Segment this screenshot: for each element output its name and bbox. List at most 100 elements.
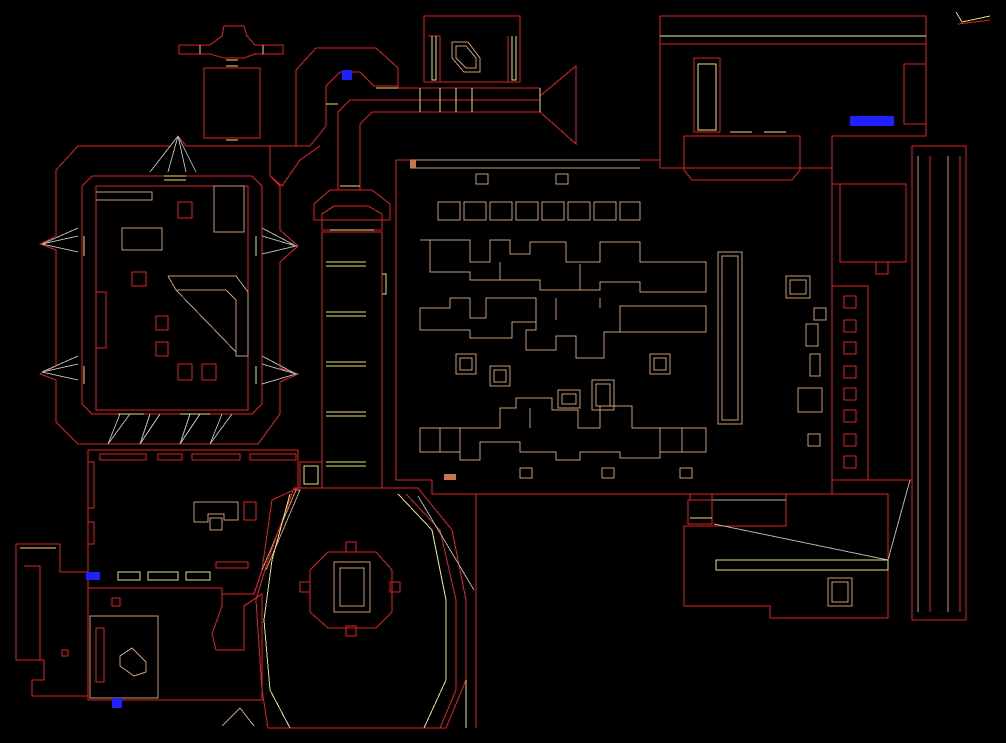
north-corridor	[269, 47, 577, 190]
castle-spike-bottom-2	[139, 413, 161, 445]
castle-shelf	[121, 227, 163, 251]
sw-red-strip	[215, 561, 249, 569]
se-grey-diag	[713, 523, 889, 561]
hall-marker-2	[444, 474, 456, 480]
hall-glyph-row	[437, 201, 641, 221]
castle-spike-left-bottom	[41, 355, 79, 381]
arena-post-s	[345, 625, 357, 637]
arena-post-w	[299, 581, 311, 593]
sw-chair	[209, 517, 223, 531]
sw-lower-left-inner	[24, 565, 41, 660]
castle-crate-3	[155, 315, 169, 331]
sw-lower-room-box-2	[111, 597, 121, 607]
south-east-room	[683, 479, 911, 619]
corridor-inner	[282, 71, 398, 147]
corridor-inner-2	[337, 99, 540, 190]
arena-outer	[255, 487, 467, 729]
ne-corner-mark-2	[957, 19, 991, 25]
arena-yellow-right	[397, 493, 447, 729]
castle-spike-bottom-4	[209, 413, 233, 445]
column-arch-inner	[321, 205, 383, 231]
tower-cap	[178, 25, 284, 59]
hall-pillars	[455, 173, 827, 479]
castle-outer-wall	[38, 135, 300, 445]
north-room-inner-left	[428, 35, 441, 82]
arena-east-corridor	[432, 493, 477, 728]
north-small-room	[423, 15, 521, 83]
sw-lower-room-pillar	[119, 647, 147, 677]
castle-crate-5	[177, 363, 193, 381]
arena-nw-box	[299, 461, 323, 489]
corridor-link	[269, 145, 321, 187]
arena-post-n	[345, 541, 357, 553]
hall-maze-upper	[419, 239, 707, 359]
sw-top-windows	[99, 453, 297, 461]
arena-nw-box-inner	[303, 465, 319, 485]
north-room-yellow	[431, 36, 437, 81]
ne-corner-mark	[955, 11, 991, 23]
hall-outer	[395, 159, 833, 495]
se-east-diag	[887, 479, 911, 561]
central-column	[313, 189, 391, 489]
east-long-hall	[868, 145, 967, 621]
south-arena	[255, 461, 477, 729]
castle-spike-bottom-1	[107, 413, 131, 445]
castle-spike-bottom-3	[179, 413, 201, 445]
castle-spike-right-bottom	[261, 355, 298, 385]
tower-room	[203, 67, 261, 139]
arena-post-e	[389, 581, 401, 593]
sw-blue-door	[86, 572, 100, 580]
se-outer	[683, 493, 889, 619]
arena-red-right	[405, 493, 457, 729]
castle-spike-left-top	[41, 227, 79, 253]
connectors	[689, 183, 840, 501]
arena-yellow-left	[263, 493, 291, 729]
ne-side-box	[839, 183, 907, 263]
castle-inner-room	[95, 185, 249, 411]
ne-side-box-small	[875, 261, 889, 275]
west-castle	[38, 135, 300, 445]
column-arch	[313, 189, 391, 221]
sw-red-box	[243, 501, 257, 521]
sw-desk	[193, 501, 239, 523]
hall-se-link	[689, 494, 713, 501]
hall-maze-lower	[419, 397, 707, 461]
ne-console	[683, 135, 801, 181]
blue-key-door	[342, 70, 352, 80]
north-room-yellow-2	[511, 36, 517, 81]
sw-south-windows	[117, 571, 211, 581]
sw-lower-room	[87, 587, 263, 701]
ne-blue-switch	[850, 116, 894, 126]
se-box	[827, 577, 853, 607]
ne-outer	[659, 15, 927, 169]
column-body	[321, 231, 383, 489]
castle-crate-6	[201, 363, 217, 381]
castle-bench-top	[96, 191, 153, 201]
castle-mid-wall	[81, 175, 263, 415]
ne-right-wall	[903, 63, 927, 125]
north-west-tower	[178, 25, 284, 147]
hall-east-pillars	[843, 295, 857, 469]
north-room-pillar	[451, 41, 481, 73]
sw-lower-left	[15, 543, 89, 697]
castle-crate-4	[155, 341, 169, 357]
sw-lower-room-tan	[89, 615, 159, 699]
arena-altar	[309, 551, 393, 629]
north-room-pillar-inner	[455, 45, 477, 69]
sw-lower-room-box	[61, 649, 69, 657]
sw-grey-stairs	[221, 707, 255, 727]
ne-pod-inner	[697, 63, 717, 131]
column-east-doors	[382, 273, 387, 295]
se-bench	[715, 559, 889, 571]
hall-marker-1	[410, 160, 416, 168]
east-hall-outer	[911, 145, 967, 621]
hall-east-strip	[831, 285, 869, 481]
castle-counter-diag	[175, 289, 237, 353]
castle-spike-right-top	[261, 227, 298, 255]
arena-altar-inner	[333, 561, 371, 613]
arena-grey-stair	[417, 495, 475, 591]
castle-spike-top	[149, 135, 197, 173]
castle-west-bench	[95, 291, 107, 349]
maze-hall	[395, 159, 869, 495]
